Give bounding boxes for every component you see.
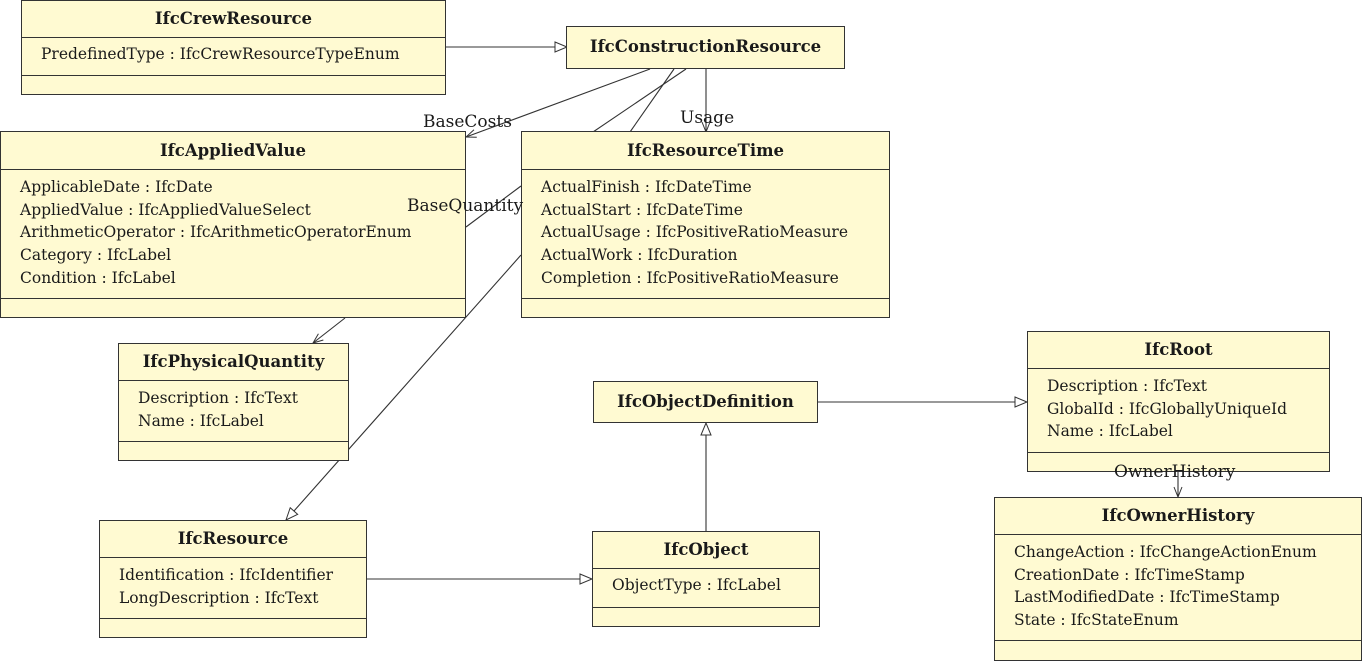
attribute: GlobalId : IfcGloballyUniqueId (1047, 399, 1288, 418)
class-ifcresourcetime[interactable]: IfcResourceTime ActualFinish : IfcDateTi… (521, 131, 890, 318)
attribute-list: ChangeAction : IfcChangeActionEnum Creat… (995, 535, 1361, 641)
generalization-construction-to-resource (286, 68, 675, 520)
attribute: Description : IfcText (1047, 377, 1207, 395)
attribute: Description : IfcText (138, 389, 298, 407)
attribute: Name : IfcLabel (1047, 422, 1173, 441)
class-name: IfcConstructionResource (589, 37, 822, 56)
attribute-list: ApplicableDate : IfcDate AppliedValue : … (1, 170, 465, 299)
class-ifcresource[interactable]: IfcResource Identification : IfcIdentifi… (99, 520, 367, 638)
attribute-list: Description : IfcText Name : IfcLabel (119, 381, 348, 442)
class-ifcownerhistory[interactable]: IfcOwnerHistory ChangeAction : IfcChange… (994, 497, 1362, 661)
attribute: ObjectType : IfcLabel (612, 576, 781, 594)
class-ifcappliedvalue[interactable]: IfcAppliedValue ApplicableDate : IfcDate… (0, 131, 466, 318)
association-basecosts (466, 68, 651, 137)
class-ifcphysicalquantity[interactable]: IfcPhysicalQuantity Description : IfcTex… (118, 343, 349, 461)
class-ifcconstructionresource[interactable]: IfcConstructionResource (566, 26, 845, 69)
attribute: ChangeAction : IfcChangeActionEnum (1014, 543, 1317, 561)
attribute: ActualFinish : IfcDateTime (541, 178, 752, 196)
attribute: Name : IfcLabel (138, 411, 264, 430)
class-ifccrewresource[interactable]: IfcCrewResource PredefinedType : IfcCrew… (21, 0, 446, 95)
class-name: IfcObjectDefinition (617, 392, 794, 411)
class-ifcroot[interactable]: IfcRoot Description : IfcText GlobalId :… (1027, 331, 1330, 472)
attribute: Condition : IfcLabel (20, 268, 176, 287)
attribute: AppliedValue : IfcAppliedValueSelect (20, 200, 311, 219)
relation-label-basecosts: BaseCosts (423, 112, 512, 132)
class-ifcobjectdefinition[interactable]: IfcObjectDefinition (593, 381, 818, 423)
attribute: Category : IfcLabel (20, 246, 172, 265)
class-name: IfcResource (100, 521, 366, 558)
attribute: LastModifiedDate : IfcTimeStamp (1014, 588, 1280, 607)
attribute: ActualUsage : IfcPositiveRatioMeasure (541, 223, 849, 242)
class-name: IfcOwnerHistory (995, 498, 1361, 535)
class-name: IfcRoot (1028, 332, 1329, 369)
association-basequantity (313, 68, 687, 343)
attribute: ArithmeticOperator : IfcArithmeticOperat… (20, 223, 412, 242)
attribute-list: ObjectType : IfcLabel (593, 569, 819, 608)
attribute: ActualWork : IfcDuration (541, 246, 738, 265)
attribute: CreationDate : IfcTimeStamp (1014, 565, 1245, 584)
relation-label-ownerhistory: OwnerHistory (1114, 462, 1236, 482)
attribute-list: Description : IfcText GlobalId : IfcGlob… (1028, 369, 1329, 453)
attribute: Completion : IfcPositiveRatioMeasure (541, 268, 839, 287)
class-ifcobject[interactable]: IfcObject ObjectType : IfcLabel (592, 531, 820, 627)
attribute: ActualStart : IfcDateTime (541, 200, 743, 219)
attribute: ApplicableDate : IfcDate (20, 178, 213, 196)
class-name: IfcCrewResource (22, 1, 445, 38)
class-name: IfcAppliedValue (1, 132, 465, 170)
class-name: IfcResourceTime (522, 132, 889, 170)
class-name: IfcPhysicalQuantity (119, 344, 348, 381)
attribute: State : IfcStateEnum (1014, 611, 1179, 630)
relation-label-basequantity: BaseQuantity (407, 196, 524, 216)
attribute-list: Identification : IfcIdentifier LongDescr… (100, 558, 366, 619)
attribute: LongDescription : IfcText (119, 588, 319, 607)
attribute: Identification : IfcIdentifier (119, 566, 334, 584)
attribute-list: PredefinedType : IfcCrewResourceTypeEnum (22, 38, 445, 76)
attribute: PredefinedType : IfcCrewResourceTypeEnum (41, 45, 400, 63)
class-name: IfcObject (593, 532, 819, 569)
relation-label-usage: Usage (680, 108, 735, 128)
attribute-list: ActualFinish : IfcDateTime ActualStart :… (522, 170, 889, 299)
